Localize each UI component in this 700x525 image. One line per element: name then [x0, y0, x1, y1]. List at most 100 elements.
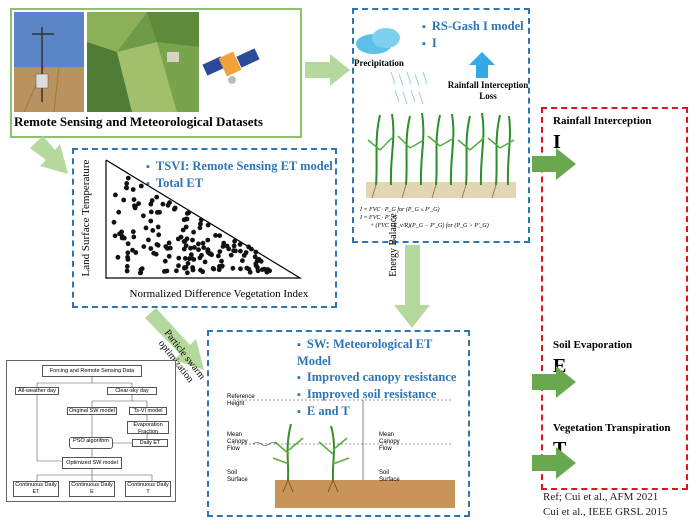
scatter-point — [156, 232, 162, 238]
scatter-point — [198, 267, 203, 273]
up-arrow-icon — [469, 52, 495, 78]
crop-canopy-illustration — [366, 112, 516, 199]
flow-all-weather: All-weather day — [15, 387, 59, 395]
scatter-point — [192, 245, 197, 250]
scatter-point — [116, 209, 122, 215]
scatter-point — [237, 242, 243, 247]
scatter-point — [231, 243, 237, 249]
scatter-point — [141, 213, 146, 219]
scatter-point — [166, 253, 172, 259]
outputs-panel: Rainfall Interception I Soil Evaporation… — [541, 107, 688, 490]
scatter-point — [119, 235, 125, 241]
scatter-point — [188, 245, 193, 251]
scatter-point — [132, 205, 138, 211]
scatter-point — [241, 253, 247, 258]
output-title-interception: Rainfall Interception — [553, 115, 652, 127]
scatter-point — [185, 270, 190, 276]
gash-bullets: RS-Gash I model I — [422, 18, 524, 52]
scatter-point — [253, 263, 259, 268]
scatter-point — [201, 245, 207, 250]
scatter-point — [198, 221, 203, 227]
scatter-point — [213, 233, 218, 238]
gash-formula: I = FVC · P_G for (P_G ≤ P'_G) I = FVC ·… — [360, 206, 530, 230]
scatter-point — [125, 175, 131, 181]
scatter-point — [160, 201, 166, 207]
scatter-point — [164, 268, 170, 274]
sw-panel: SW: Meteorological ET Model Improved can… — [207, 330, 470, 517]
scatter-point — [228, 252, 234, 258]
scatter-point — [162, 258, 168, 264]
flow-tsvi-model: Ts-VI model — [129, 407, 167, 415]
flow-pso: PSO algorithm — [69, 437, 113, 449]
scatter-point — [154, 210, 160, 215]
scatter-point — [143, 225, 149, 231]
scatter-point — [149, 198, 155, 203]
scatter-point — [150, 228, 156, 233]
scatter-point — [176, 263, 181, 269]
scatter-point — [117, 231, 122, 237]
flowchart-connectors — [36, 377, 153, 481]
flow-daily-et: Daily ET — [132, 439, 168, 447]
scatter-point — [175, 236, 181, 242]
soil-surface-left-label: Soil Surface — [227, 470, 248, 483]
soil-surface-right-label: Soil Surface — [379, 470, 400, 483]
scatter-point — [111, 219, 117, 225]
scatter-point — [141, 244, 147, 249]
scatter-point — [113, 192, 118, 198]
scatter-point — [138, 183, 144, 189]
scatter-point — [197, 225, 203, 231]
sw-bullet-2: Improved canopy resistance — [297, 369, 468, 386]
scatter-point — [172, 206, 177, 212]
scatter-point — [205, 247, 211, 253]
scatter-point — [221, 240, 227, 246]
flow-clear-sky: Clear-sky day — [107, 387, 157, 395]
scatter-point — [151, 250, 157, 256]
scatter-point — [181, 246, 187, 252]
scatter-point — [259, 267, 265, 272]
scatter-point — [133, 250, 139, 255]
scatter-point — [174, 268, 179, 274]
energy-balance-label: Energy Balance — [388, 213, 399, 277]
scatter-point — [115, 254, 121, 260]
satellite-image — [87, 12, 199, 112]
arrow-sw-to-t — [532, 447, 576, 479]
scatter-point — [183, 216, 189, 222]
scatter-point — [244, 265, 250, 271]
scatter-point — [154, 194, 160, 200]
scatter-point — [205, 222, 211, 228]
scatter-point — [210, 266, 216, 271]
arrow-datasets-to-tsvi — [30, 136, 68, 174]
mean-canopy-flow-right-label: Mean Canopy Flow — [379, 432, 400, 452]
sw-bullet-1: SW: Meteorological ET Model — [297, 336, 468, 369]
scatter-point — [254, 258, 260, 264]
cloud-icon — [356, 28, 400, 54]
scatter-point — [112, 233, 118, 239]
scatter-point — [200, 240, 206, 246]
scatter-point — [252, 254, 258, 260]
scatter-point — [190, 237, 195, 243]
scatter-point — [182, 265, 187, 270]
field-station-photo — [14, 12, 84, 112]
gash-bullet-1: RS-Gash I model — [422, 18, 524, 35]
scatter-point — [197, 255, 203, 261]
scatter-point — [146, 237, 151, 243]
tsvi-scatter-plot — [105, 159, 302, 279]
scatter-point — [125, 257, 131, 262]
scatter-point — [186, 210, 192, 216]
scatter-point — [198, 217, 204, 223]
sw-resistance-diagram — [233, 399, 455, 508]
scatter-point — [124, 268, 130, 274]
arrow-datasets-to-gash — [305, 54, 350, 86]
scatter-point — [247, 269, 253, 275]
scatter-point — [238, 266, 243, 272]
output-title-evaporation: Soil Evaporation — [553, 339, 633, 351]
scatter-point — [121, 197, 127, 203]
scatter-point — [183, 224, 189, 230]
scatter-point — [130, 229, 136, 235]
scatter-point — [246, 244, 252, 250]
scatter-point — [240, 258, 245, 264]
scatter-point — [190, 265, 195, 270]
scatter-point — [130, 187, 136, 192]
scatter-point — [188, 252, 194, 258]
scatter-point — [155, 224, 161, 230]
